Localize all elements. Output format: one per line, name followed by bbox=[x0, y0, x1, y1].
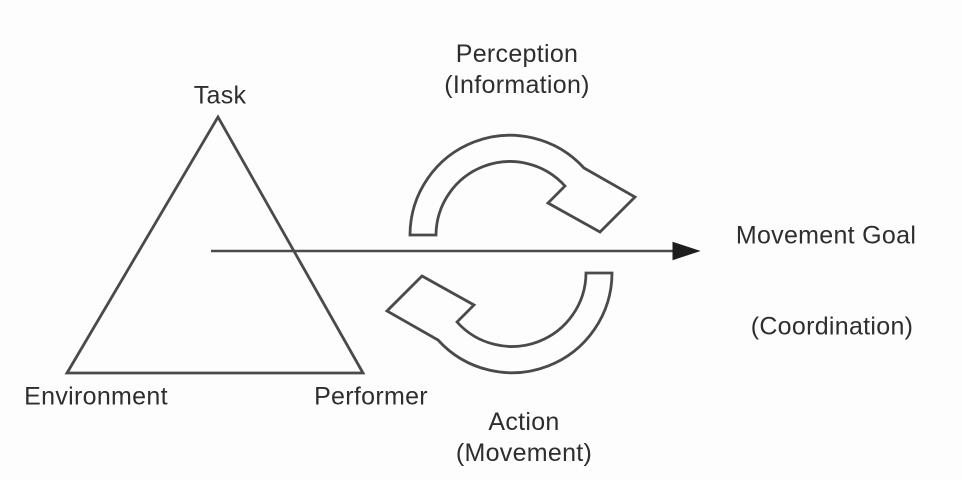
action-label-line1: Action bbox=[488, 408, 560, 436]
movement-goal-label: Movement Goal bbox=[735, 221, 917, 250]
action-label-line2: (Movement) bbox=[455, 439, 593, 467]
perception-label: Perception (Information) bbox=[444, 39, 590, 101]
coordination-label: (Coordination) bbox=[750, 312, 914, 341]
constraints-triangle bbox=[64, 114, 366, 375]
perception-label-line2: (Information) bbox=[444, 71, 590, 99]
goal-arrow-head-icon bbox=[672, 241, 701, 261]
task-label: Task bbox=[193, 81, 247, 110]
perception-cycle-arrow-icon bbox=[408, 133, 638, 237]
performer-label: Performer bbox=[314, 382, 428, 411]
perception-label-line1: Perception bbox=[455, 40, 579, 68]
action-cycle-arrow-icon bbox=[384, 271, 614, 375]
action-label: Action (Movement) bbox=[456, 407, 592, 469]
environment-label: Environment bbox=[24, 382, 168, 411]
